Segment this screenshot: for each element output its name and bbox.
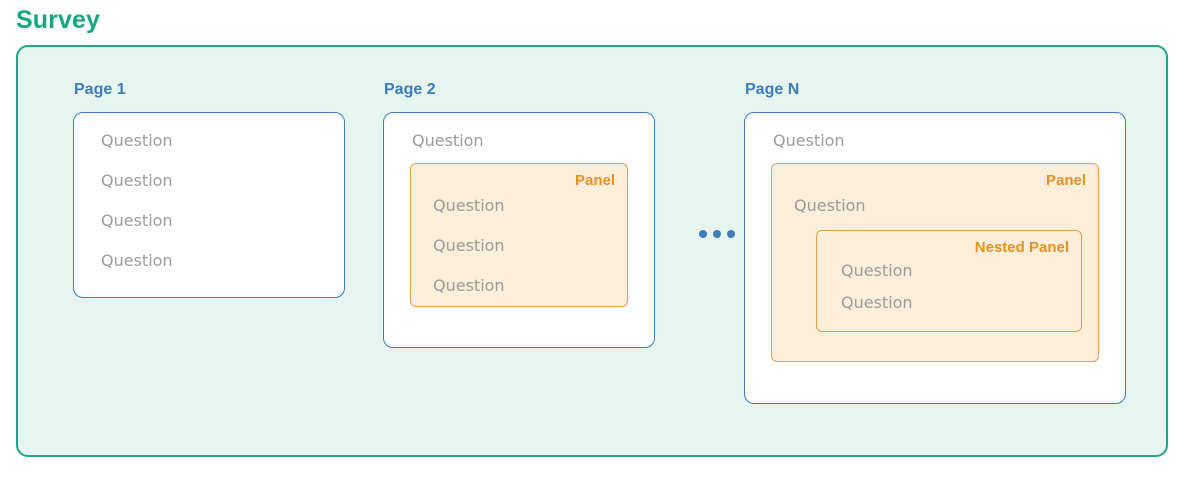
nested-panel-label: Nested Panel	[974, 239, 1069, 256]
pages-row: Page 1 Question Question Question Questi…	[18, 47, 1166, 455]
panel-content: Question Nested Panel Question Question	[772, 164, 1098, 342]
nested-panel-box[interactable]: Nested Panel Question Question	[816, 230, 1082, 332]
panel-box[interactable]: Panel Question Nested Panel Question Que…	[771, 163, 1099, 362]
survey-container: Page 1 Question Question Question Questi…	[16, 45, 1168, 457]
question-item[interactable]: Question	[433, 236, 505, 255]
page-block-2: Page 2 Question Panel Question Question …	[383, 80, 655, 348]
question-item[interactable]: Question	[101, 251, 173, 270]
page-card-2[interactable]: Question Panel Question Question Questio…	[383, 112, 655, 348]
question-item[interactable]: Question	[841, 261, 913, 280]
page-block-1: Page 1 Question Question Question Questi…	[73, 80, 345, 298]
page-card-n[interactable]: Question Panel Question Nested Panel Que…	[744, 112, 1126, 404]
question-item[interactable]: Question	[433, 196, 505, 215]
page-card-1[interactable]: Question Question Question Question	[73, 112, 345, 298]
question-item[interactable]: Question	[101, 171, 173, 190]
question-item[interactable]: Question	[412, 131, 484, 150]
page-label-n: Page N	[745, 81, 800, 98]
question-item[interactable]: Question	[794, 196, 866, 215]
panel-label: Panel	[574, 172, 615, 189]
page-label-1: Page 1	[74, 81, 126, 98]
question-item[interactable]: Question	[101, 131, 173, 150]
question-item[interactable]: Question	[841, 293, 913, 312]
panel-label: Panel	[1045, 172, 1086, 189]
page-block-n: Page N Question Panel Question Nested Pa…	[744, 80, 1126, 404]
ellipsis-dot	[699, 230, 707, 238]
panel-box[interactable]: Panel Question Question Question	[410, 163, 628, 307]
panel-content: Question Question Question	[411, 164, 627, 310]
question-item[interactable]: Question	[433, 276, 505, 295]
question-item[interactable]: Question	[101, 211, 173, 230]
question-item[interactable]: Question	[773, 131, 845, 150]
ellipsis-dot	[713, 230, 721, 238]
nested-panel-content: Question Question	[817, 231, 1081, 323]
ellipsis-dot	[727, 230, 735, 238]
more-pages-ellipsis-icon	[699, 230, 735, 238]
page-label-2: Page 2	[384, 81, 436, 98]
page-title: Survey	[16, 6, 100, 34]
